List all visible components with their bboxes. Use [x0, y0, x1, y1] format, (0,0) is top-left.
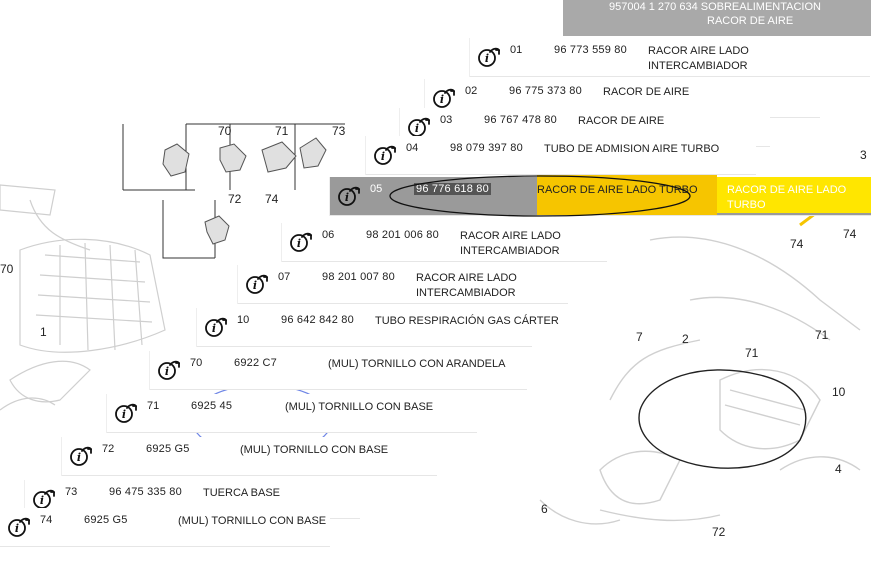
info-arrow-icon[interactable] — [408, 116, 430, 138]
part-description: (MUL) TORNILLO CON BASE — [285, 401, 434, 413]
header-subtitle: RACOR DE AIRE — [707, 15, 794, 27]
part-number: 70 — [190, 357, 203, 369]
part-description: (MUL) TORNILLO CON BASE — [240, 444, 389, 456]
selected-row-highlight-extension — [717, 177, 871, 213]
selection-outline — [389, 175, 691, 217]
part-description: RACOR AIRE LADO INTERCAMBIADOR — [416, 272, 517, 299]
info-arrow-icon[interactable] — [478, 46, 500, 68]
info-arrow-icon[interactable] — [158, 359, 180, 381]
part-row-01[interactable]: 01 96 773 559 80 RACOR AIRE LADO INTERCAMB… — [470, 38, 870, 77]
info-arrow-icon[interactable] — [8, 516, 30, 538]
part-reference: 96 767 478 80 — [484, 114, 557, 126]
part-number: 05 — [370, 183, 383, 195]
info-arrow-icon[interactable] — [205, 316, 227, 338]
info-arrow-icon[interactable] — [33, 488, 55, 510]
info-arrow-icon[interactable] — [290, 231, 312, 253]
part-reference: 96 776 618 80 — [414, 183, 491, 195]
part-description: RACOR DE AIRE LADO TURBO — [537, 184, 698, 196]
part-description: TUBO DE ADMISION AIRE TURBO — [544, 143, 720, 155]
selected-row-highlight — [537, 175, 717, 215]
part-number: 71 — [147, 400, 160, 412]
part-number: 74 — [40, 514, 53, 526]
part-number: 02 — [465, 85, 478, 97]
part-description: (MUL) TORNILLO CON ARANDELA — [328, 358, 506, 370]
part-row-07[interactable]: 07 98 201 007 80 RACOR AIRE LADO INTERCAMB… — [238, 265, 568, 304]
info-arrow-icon[interactable] — [70, 445, 92, 467]
part-number: 06 — [322, 229, 335, 241]
part-number: 10 — [237, 314, 250, 326]
part-description: RACOR DE AIRE — [578, 115, 665, 127]
part-reference: 6925 G5 — [146, 443, 190, 455]
part-description: TUBO RESPIRACIÓN GAS CÁRTER — [375, 315, 559, 327]
part-description: TUERCA BASE — [203, 487, 281, 499]
part-description: (MUL) TORNILLO CON BASE — [178, 515, 327, 527]
part-number: 72 — [102, 443, 115, 455]
part-description: RACOR AIRE LADO INTERCAMBIADOR — [460, 230, 561, 257]
part-reference: 98 201 006 80 — [366, 229, 439, 241]
part-row-10[interactable]: 10 96 642 842 80 TUBO RESPIRACIÓN GAS CÁRT… — [197, 308, 559, 347]
part-reference: 96 475 335 80 — [109, 486, 182, 498]
info-arrow-icon[interactable] — [115, 402, 137, 424]
part-description: RACOR AIRE LADO INTERCAMBIADOR — [648, 45, 749, 72]
info-arrow-icon[interactable] — [433, 87, 455, 109]
info-arrow-icon[interactable] — [374, 144, 396, 166]
part-reference: 96 773 559 80 — [554, 44, 627, 56]
part-reference: 6925 G5 — [84, 514, 128, 526]
part-row-74[interactable]: 74 6925 G5 (MUL) TORNILLO CON BASE — [0, 508, 330, 547]
part-row-70[interactable]: 70 6922 C7 (MUL) TORNILLO CON ARANDELA — [150, 351, 527, 390]
part-row-06[interactable]: 06 98 201 006 80 RACOR AIRE LADO INTERCAMB… — [282, 223, 607, 262]
panel-header: 957004 1 270 634 SOBREALIMENTACION RACOR… — [563, 0, 871, 36]
info-arrow-icon[interactable] — [338, 185, 360, 207]
part-row-71[interactable]: 71 6925 45 (MUL) TORNILLO CON BASE — [107, 394, 477, 433]
part-row-72[interactable]: 72 6925 G5 (MUL) TORNILLO CON BASE — [62, 437, 437, 476]
part-number: 01 — [510, 44, 523, 56]
part-number: 03 — [440, 114, 453, 126]
part-reference: 96 642 842 80 — [281, 314, 354, 326]
part-number: 73 — [65, 486, 78, 498]
part-reference: 6922 C7 — [234, 357, 277, 369]
part-number: 07 — [278, 271, 291, 283]
part-number: 04 — [406, 142, 419, 154]
part-row-04[interactable]: 04 98 079 397 80 TUBO DE ADMISION AIRE TUR… — [366, 136, 756, 175]
info-arrow-icon[interactable] — [246, 273, 268, 295]
header-title: 957004 1 270 634 SOBREALIMENTACION — [609, 1, 821, 13]
part-reference: 96 775 373 80 — [509, 85, 582, 97]
part-reference: 6925 45 — [191, 400, 233, 412]
part-reference: 98 201 007 80 — [322, 271, 395, 283]
part-description-ghost: RACOR DE AIRE LADO TURBO — [727, 184, 847, 211]
part-reference: 98 079 397 80 — [450, 142, 523, 154]
part-description: RACOR DE AIRE — [603, 86, 690, 98]
part-row-05[interactable]: 05 96 776 618 80 RACOR DE AIRE LADO TURBO R… — [330, 175, 871, 217]
